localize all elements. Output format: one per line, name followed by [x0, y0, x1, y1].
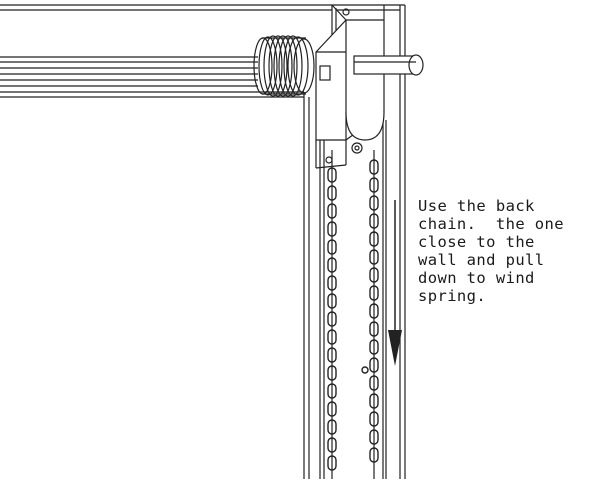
instruction-line: wall and pull — [418, 251, 545, 269]
operator-housing — [315, 4, 385, 169]
shaft — [353, 54, 424, 76]
front-chain-links — [327, 167, 337, 471]
instruction-line: spring. — [418, 287, 487, 305]
instruction-text: Use the back chain. the one close to the… — [418, 197, 596, 305]
instruction-line: chain. the one — [418, 215, 564, 233]
spring-drum — [253, 35, 315, 97]
back-chain-links — [361, 159, 379, 463]
instruction-line: down to wind — [418, 269, 535, 287]
pull-down-arrow — [388, 200, 402, 366]
instruction-line: Use the back — [418, 197, 535, 215]
instruction-line: close to the — [418, 233, 535, 251]
vertical-track — [303, 4, 406, 479]
horizontal-track — [0, 4, 332, 98]
